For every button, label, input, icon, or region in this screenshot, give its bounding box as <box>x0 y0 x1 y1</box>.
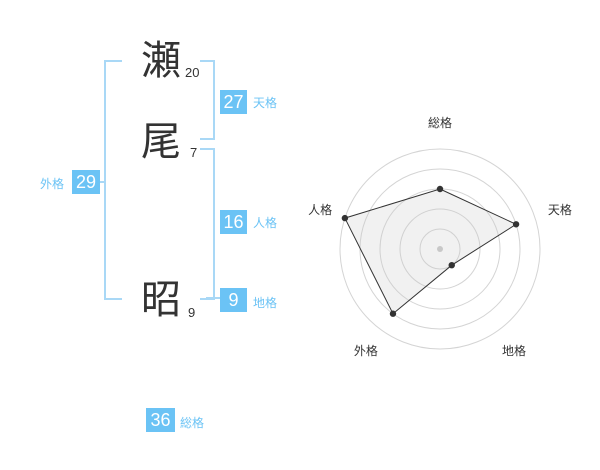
outer-bracket <box>104 60 122 300</box>
radar-ring <box>339 148 541 350</box>
tenkaku-bracket <box>200 60 215 140</box>
tenkaku-value: 27 <box>220 90 247 114</box>
jinkaku-value: 16 <box>220 210 247 234</box>
stroke-count-1: 20 <box>185 65 200 80</box>
radar-point <box>512 221 520 228</box>
chikaku-value: 9 <box>220 288 247 312</box>
chikaku-connector <box>206 297 220 299</box>
gaikaku-connector <box>98 181 106 183</box>
tenkaku-label: 天格 <box>253 96 278 110</box>
radar-axis-label: 地格 <box>502 343 526 358</box>
name-char-2: 尾 <box>141 119 181 165</box>
radar-center <box>437 246 443 252</box>
stroke-count-2: 7 <box>190 145 198 160</box>
jinkaku-label: 人格 <box>253 216 278 230</box>
radar-axis-label: 外格 <box>354 343 378 358</box>
stroke-count-3: 9 <box>188 305 196 320</box>
soukaku-value: 36 <box>146 408 175 432</box>
gaikaku-value: 29 <box>72 170 100 194</box>
radar-point <box>448 261 455 269</box>
radar-point <box>389 310 397 317</box>
name-char-1: 瀬 <box>141 38 181 84</box>
chikaku-label: 地格 <box>253 296 278 310</box>
radar-point <box>436 185 444 193</box>
gaikaku-label: 外格 <box>40 177 65 191</box>
jinkaku-bracket <box>200 148 215 300</box>
radar-axis-label: 総格 <box>428 115 452 130</box>
radar-ring <box>399 208 481 290</box>
radar-point <box>341 214 349 222</box>
name-char-3: 昭 <box>141 277 181 323</box>
soukaku-label: 総格 <box>180 416 205 430</box>
radar-axis-label: 天格 <box>548 202 572 217</box>
radar-ring <box>419 228 461 270</box>
radar-polygon <box>344 188 518 315</box>
radar-axis-label: 人格 <box>308 202 332 217</box>
